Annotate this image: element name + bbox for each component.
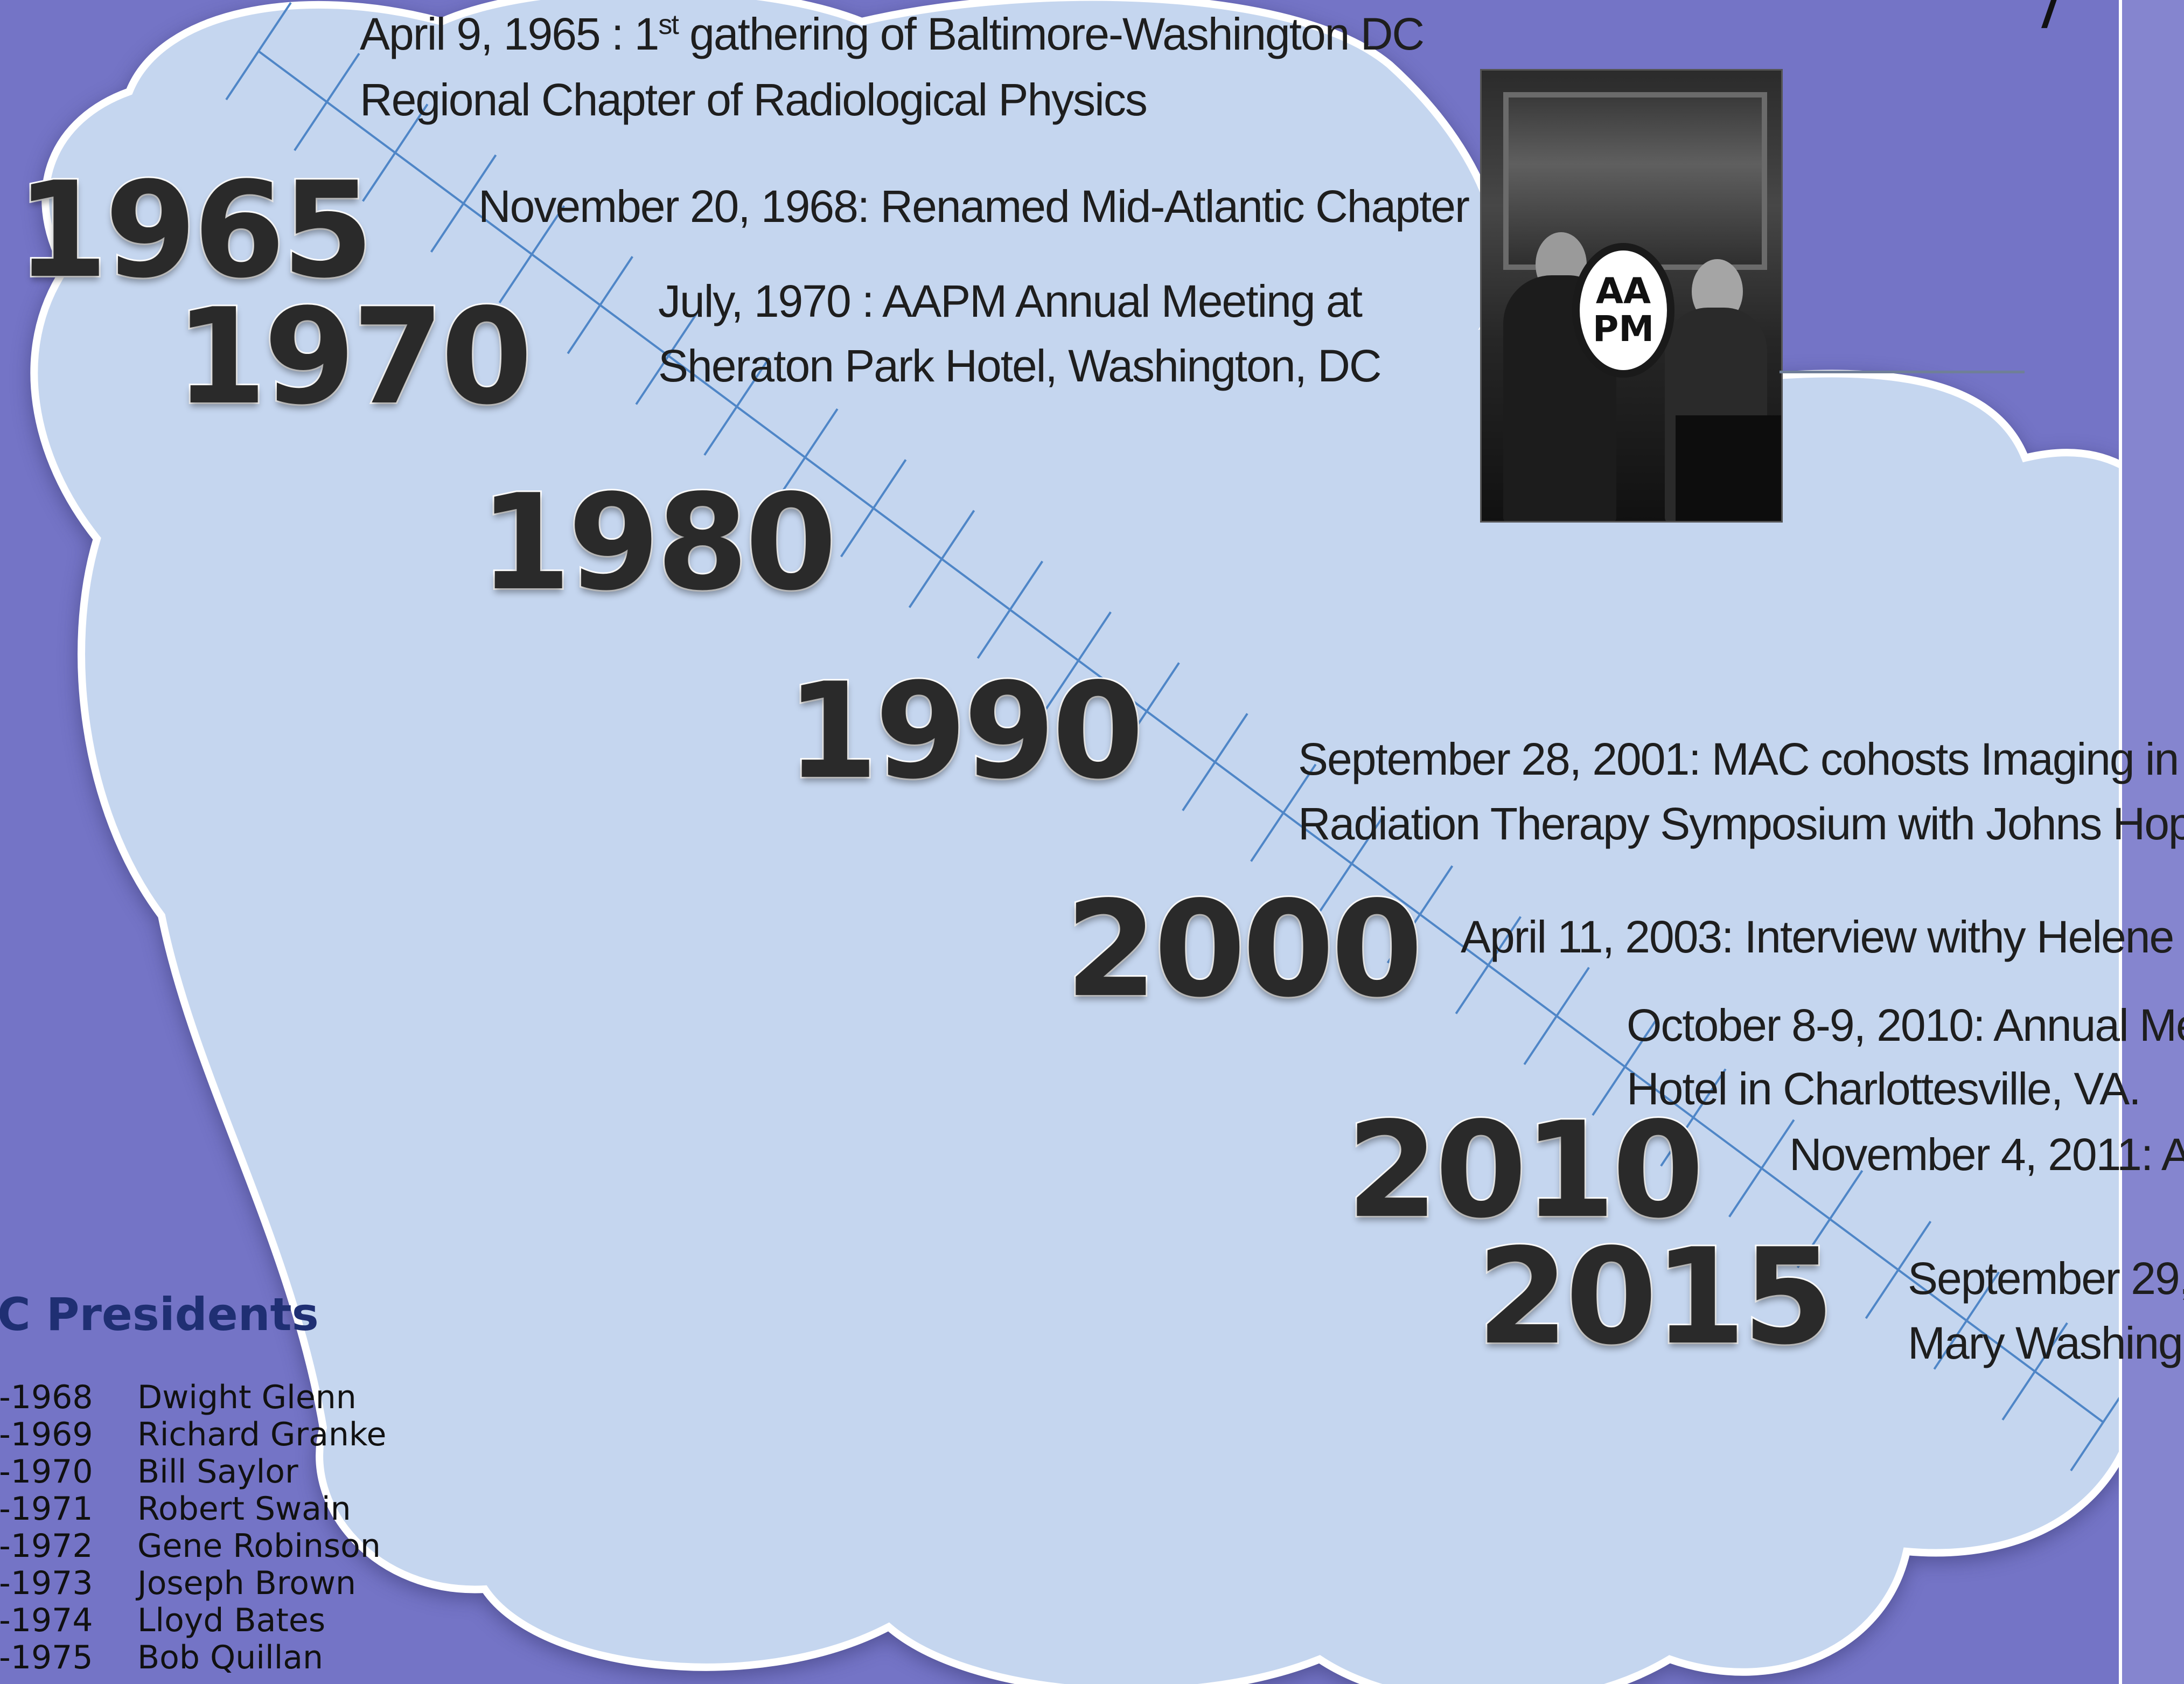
event-1970-line1: July, 1970 : AAPM Annual Meeting at	[658, 276, 1363, 326]
president-term: 1-1972	[0, 1527, 93, 1565]
timeline-tick	[1592, 1018, 1658, 1116]
timeline-tick	[1250, 763, 1317, 862]
timeline-tick	[1796, 1170, 1864, 1269]
right-side-panel	[2119, 0, 2184, 1684]
president-item: 1-1972 Gene Robinson	[0, 1528, 386, 1565]
president-name: Lloyd Bates	[137, 1602, 326, 1639]
president-term: 3-1969	[0, 1416, 93, 1453]
photo-podium	[1676, 415, 1781, 521]
timeline-tick	[430, 154, 497, 253]
president-name: Richard Granke	[137, 1416, 387, 1453]
event-2015-line1: September 29,	[1908, 1253, 2184, 1304]
timeline-tick	[1386, 865, 1454, 964]
year-label-1990: 1990	[785, 655, 1146, 808]
year-label-1965: 1965	[15, 154, 375, 307]
president-term: 4-1975	[0, 1639, 93, 1676]
year-label-1970: 1970	[173, 280, 534, 434]
timeline-tick	[1933, 1271, 2000, 1370]
year-label-1980: 1980	[478, 466, 839, 620]
president-term: 2-1973	[0, 1564, 93, 1602]
timeline-tick	[1660, 1068, 1727, 1167]
president-name: Bill Saylor	[137, 1453, 298, 1491]
timeline-tick	[294, 53, 360, 151]
event-2001-line2: Radiation Therapy Symposium with Johns H…	[1298, 798, 2184, 849]
year-label-2010: 2010	[1345, 1094, 1706, 1247]
president-name: Dwight Glenn	[137, 1379, 357, 1416]
president-item: 3-1974 Lloyd Bates	[0, 1602, 386, 1639]
presidents-title: AC Presidents	[0, 1288, 319, 1341]
timeline-tick	[1045, 611, 1112, 710]
president-item: 9-1970 Bill Saylor	[0, 1453, 386, 1491]
timeline-tick	[1728, 1119, 1795, 1217]
timeline-tick	[772, 408, 839, 507]
timeline-tick	[498, 205, 566, 304]
year-label-2000: 2000	[1064, 873, 1425, 1026]
year-label-2015: 2015	[1475, 1220, 1836, 1374]
president-item: 4-1975 Bob Quillan	[0, 1639, 386, 1676]
timeline-tick	[2001, 1322, 2068, 1421]
event-2010-line1: October 8-9, 2010: Annual Me	[1627, 1000, 2184, 1050]
event-1965-line1: April 9, 1965 : 1st gathering of Baltimo…	[360, 9, 1425, 59]
event-2015-line2: Mary Washingo	[1908, 1318, 2184, 1368]
event-1970-line2: Sheraton Park Hotel, Washington, DC	[658, 340, 1382, 391]
timeline-tick	[635, 307, 702, 405]
timeline-axis	[257, 50, 2104, 1423]
event-1968: November 20, 1968: Renamed Mid-Atlantic …	[478, 181, 1470, 232]
aapm-logo-line1: AA	[1595, 270, 1651, 312]
aapm-logo-line2: PM	[1592, 308, 1655, 350]
president-name: Gene Robinson	[137, 1527, 381, 1565]
timeline-tick	[840, 459, 907, 558]
timeline-tick	[225, 2, 292, 101]
timeline-tick	[1318, 815, 1385, 913]
timeline-tick	[1455, 916, 1522, 1014]
aapm-logo: AA PM	[1572, 243, 1674, 378]
president-term: 5-1968	[0, 1379, 93, 1416]
president-name: Robert Swain	[137, 1490, 351, 1528]
timeline-tick	[1182, 713, 1248, 811]
president-term: 0-1971	[0, 1490, 93, 1528]
president-term: 3-1974	[0, 1602, 93, 1639]
president-item: 3-1969 Richard Granke	[0, 1416, 386, 1453]
president-name: Bob Quillan	[137, 1639, 324, 1676]
historical-photo: AA PM	[1480, 69, 1783, 523]
president-item: 0-1971 Robert Swain	[0, 1491, 386, 1528]
event-2010-line2: Hotel in Charlottesville, VA.	[1627, 1063, 2141, 1114]
timeline-tick	[976, 560, 1044, 659]
event-2001-line1: September 28, 2001: MAC cohosts Imaging …	[1298, 734, 2179, 784]
timeline-tick	[1865, 1221, 1932, 1319]
president-term: 9-1970	[0, 1453, 93, 1491]
president-name: Joseph Brown	[137, 1564, 357, 1602]
event-1965-line2: Regional Chapter of Radiological Physics	[360, 74, 1148, 125]
timeline-tick	[703, 357, 770, 456]
timeline-tick	[567, 256, 633, 354]
event-2011: November 4, 2011: A	[1789, 1129, 2184, 1180]
corner-mark: /	[2041, 0, 2074, 55]
timeline-tick	[1113, 662, 1180, 761]
timeline-tick	[1523, 966, 1590, 1066]
timeline-tick	[908, 510, 975, 608]
president-item: 2-1973 Joseph Brown	[0, 1565, 386, 1602]
photo-rule	[1780, 371, 2025, 373]
president-item: 5-1968 Dwight Glenn	[0, 1379, 386, 1416]
timeline-tick	[362, 103, 429, 202]
timeline-ticks	[225, 2, 2137, 1472]
event-2003: April 11, 2003: Interview withy Helene I	[1461, 911, 2184, 962]
